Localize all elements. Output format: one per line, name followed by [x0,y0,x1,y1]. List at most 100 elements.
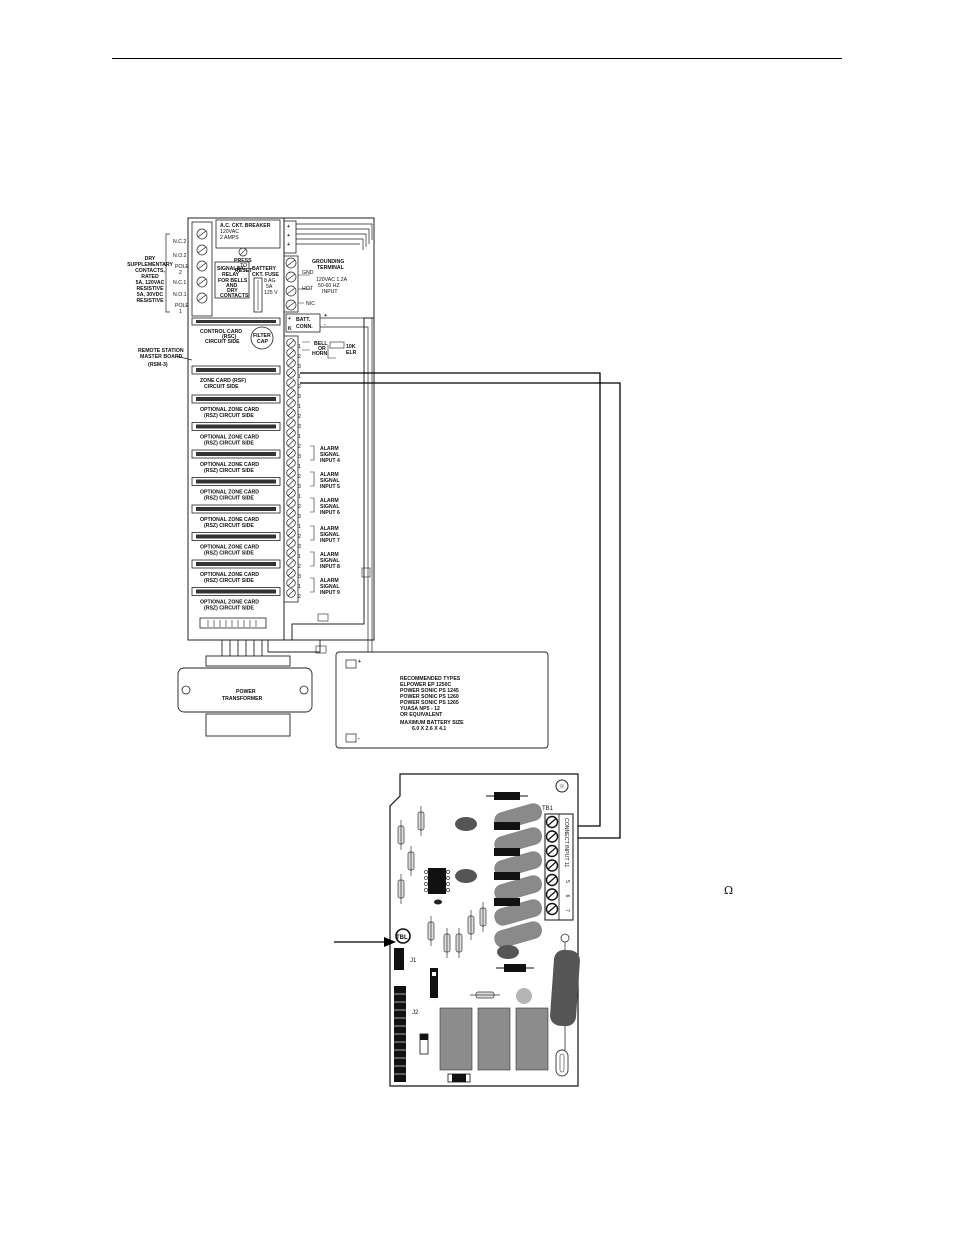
terminal-screw-icon: 2 [286,378,301,390]
svg-text:5A: 5A [266,284,273,290]
svg-text:ALARM: ALARM [320,498,339,504]
svg-text:INPUT 9: INPUT 9 [320,590,340,596]
svg-text:FILTER: FILTER [253,333,271,339]
terminal-number: 1 [298,494,301,500]
card-label: ZONE CARD (RSF) [200,378,246,384]
fuse-icon [253,277,263,313]
terminal-number: 3 [298,454,301,460]
terminal-screw-icon: 3 [286,358,301,370]
svg-text:RESISTIVE: RESISTIVE [136,298,164,304]
terminal-number: 3 [298,394,301,400]
svg-text:120VAC: 120VAC [220,229,239,235]
terminal-number: 2 [298,354,301,360]
svg-text:6.0 X 2.6 X 4.1: 6.0 X 2.6 X 4.1 [412,726,446,732]
svg-text:BATTERY: BATTERY [252,266,276,272]
tb1-screw-icon [545,859,559,872]
svg-text:(RSC): (RSC) [222,334,237,340]
svg-text:CAP: CAP [257,339,268,345]
svg-text:SIGNAL: SIGNAL [320,478,340,484]
j2-label: J2 [412,1010,419,1016]
tb1-screw-icon [545,902,559,916]
tb1-terminal-number: 7 [564,909,570,912]
svg-text:120VAC 1.2A: 120VAC 1.2A [316,277,348,283]
svg-text:SIGNAL: SIGNAL [320,452,340,458]
sub-board-wiring [300,372,621,839]
terminal-number: 2 [298,474,301,480]
pole-bracket [165,233,170,313]
tb1-terminal-number: 6 [564,895,570,898]
terminal-screw-icon: 2 [286,468,301,480]
tb1-screw-icon [545,873,559,887]
card-label: OPTIONAL ZONE CARD [200,490,259,496]
terminal-screw-icon: 2 [286,528,301,540]
svg-text:ALARM: ALARM [320,472,339,478]
terminal-number: 3 [298,484,301,490]
svg-text:OR EQUIVALENT: OR EQUIVALENT [400,712,443,718]
tbl-pointer-arrow [334,937,396,947]
card-slot: OPTIONAL ZONE CARD(RSZ) CIRCUIT SIDE [191,394,281,419]
tb1-side-text: CONNECT INPUT 11 [563,818,569,867]
terminal-screw-icon: 3 [286,448,301,460]
svg-text:CKT. FUSE: CKT. FUSE [252,272,279,278]
tbl-label: TBL [396,935,408,941]
svg-text:INPUT: INPUT [322,289,338,295]
svg-text:PRESS: PRESS [234,258,252,264]
terminal-number: 2 [298,444,301,450]
pole-label: N.C.2 [173,239,186,245]
card-label: (RSZ) CIRCUIT SIDE [204,606,254,612]
terminal-number: 1 [298,584,301,590]
card-slot: ZONE CARD (RSF)CIRCUIT SIDE [191,365,281,390]
terminal-screw-icon: 2 [286,498,301,510]
svg-text:OR: OR [318,346,326,352]
pole-label: 2 [179,270,182,276]
terminal-number: 3 [298,514,301,520]
terminal-number: 1 [298,464,301,470]
svg-text:INPUT 5: INPUT 5 [320,484,340,490]
svg-text:GROUNDING: GROUNDING [312,259,344,265]
terminal-number: 2 [298,564,301,570]
card-label: OPTIONAL ZONE CARD [200,600,259,606]
svg-text:CONN.: CONN. [296,324,313,330]
card-label: (RSZ) CIRCUIT SIDE [204,413,254,419]
battery-box: + - RECOMMENDED TYPES ELPOWER EP 1250C P… [335,651,549,749]
svg-text:POWER SONIC PS 1260: POWER SONIC PS 1260 [400,694,459,700]
sub-board-components: TBL J1 J2 [394,792,580,1083]
svg-text:SIGNAL: SIGNAL [320,504,340,510]
card-slot: OPTIONAL ZONE CARD(RSZ) CIRCUIT SIDE [191,559,281,584]
card-label: (RSZ) CIRCUIT SIDE [204,551,254,557]
reset-button-icon [238,247,248,257]
card-label: OPTIONAL ZONE CARD [200,572,259,578]
card-label: OPTIONAL ZONE CARD [200,435,259,441]
svg-text:(RSM-3): (RSM-3) [148,362,168,368]
svg-text:SUPPLEMENTARY: SUPPLEMENTARY [127,262,173,268]
card-label: OPTIONAL ZONE CARD [200,407,259,413]
resistor-icon [329,341,345,349]
terminal-number: 1 [298,524,301,530]
svg-text:HORN: HORN [312,351,328,357]
terminal-number: 2 [298,534,301,540]
svg-text:5A, 120VAC: 5A, 120VAC [136,280,165,286]
svg-text:ALARM: ALARM [320,578,339,584]
svg-text:CONTACTS: CONTACTS [220,293,249,299]
card-label: (RSZ) CIRCUIT SIDE [204,468,254,474]
card-slot: OPTIONAL ZONE CARD(RSZ) CIRCUIT SIDE [191,477,281,502]
svg-text:SIGNAL: SIGNAL [320,532,340,538]
terminal-screw-icon: 1 [286,488,301,500]
svg-text:+: + [287,242,290,248]
svg-text:CONTROL CARD: CONTROL CARD [200,329,242,335]
svg-text:8 AG: 8 AG [264,278,276,284]
svg-text:50-60 HZ: 50-60 HZ [318,283,340,289]
svg-text:TERMINAL: TERMINAL [317,265,345,271]
terminal-number: 3 [298,364,301,370]
terminal-screw-icon: 1 [286,548,301,560]
svg-text:+: + [358,659,361,665]
pole-label: N.O.1 [173,292,187,298]
svg-text:MASTER BOARD: MASTER BOARD [140,354,183,360]
battery-negative-terminal [345,733,357,743]
card-slot: OPTIONAL ZONE CARD(RSZ) CIRCUIT SIDE [191,422,281,447]
